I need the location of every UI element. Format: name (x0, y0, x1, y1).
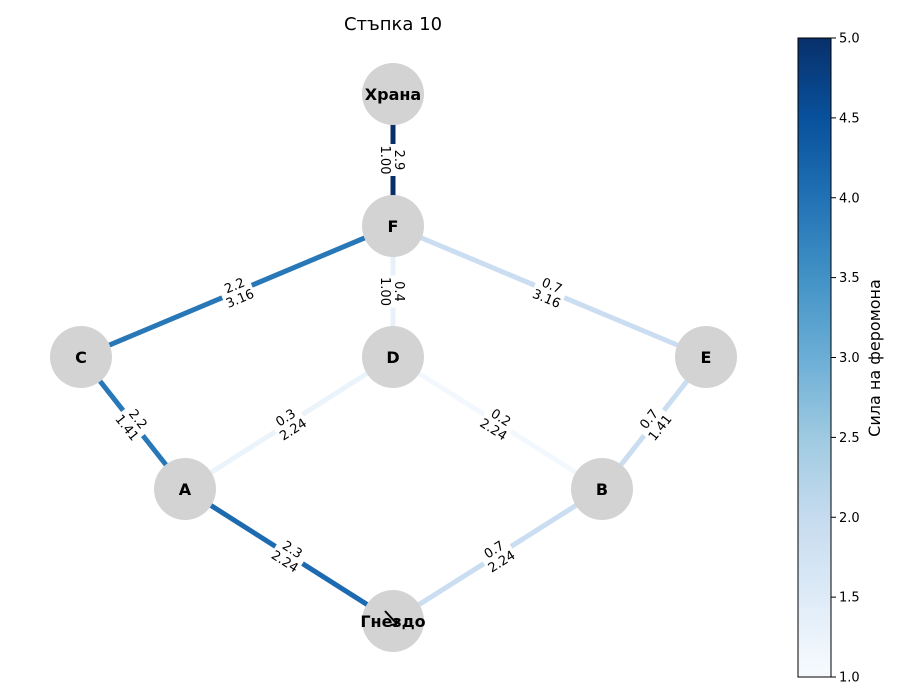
colorbar-tick-label: 4.5 (839, 111, 860, 126)
edge-label-A-nest: 2.32.24 (267, 534, 311, 576)
edge-label-background (267, 534, 311, 576)
node-label-F: F (388, 217, 399, 236)
edge-label-B-nest: 0.72.24 (476, 534, 519, 576)
node-label-C: C (75, 348, 87, 367)
edge-pheromone-label: 2.2 (222, 276, 247, 298)
colorbar-tick-label: 2.5 (839, 431, 860, 446)
colorbar-tick-label: 4.0 (839, 191, 860, 206)
node-C (50, 326, 112, 388)
edge-label-E-B: 0.71.41 (633, 401, 676, 445)
edge-label-background (476, 534, 519, 576)
node-E (675, 326, 737, 388)
colorbar-ticks: 1.0 1.5 2.0 2.5 3.0 3.5 4.0 4.5 5.0 (831, 32, 860, 686)
node-label-B: B (596, 480, 608, 499)
node-F (362, 195, 424, 257)
edge-label-F-D: 0.41.00 (377, 275, 407, 308)
edge-distance-label: 1.00 (377, 277, 392, 306)
node-food (362, 63, 424, 125)
colorbar-gradient (797, 37, 832, 678)
edge-label-food-F: 2.91.00 (377, 144, 407, 176)
figure-title: Стъпка 10 (344, 14, 442, 35)
colorbar-label: Сила на феромона (865, 279, 884, 437)
edge-label-F-C: 2.23.16 (216, 272, 258, 312)
edge-pheromone-label: 0.4 (391, 281, 406, 302)
colorbar-tick-label: 3.5 (839, 271, 860, 286)
colorbar-tick-label: 5.0 (839, 32, 860, 47)
edge-pheromone-label: 0.7 (539, 276, 564, 298)
edge-distance-label: 1.00 (377, 146, 392, 175)
edge-label-F-E: 0.73.16 (529, 272, 570, 312)
ant-arrow-icon (384, 610, 398, 626)
colorbar-tick-label: 2.0 (839, 511, 860, 526)
node-label-nest: Гнездо (360, 612, 425, 631)
colorbar-tick-label: 1.5 (839, 591, 860, 606)
node-label-E: E (701, 348, 712, 367)
node-B (571, 458, 633, 520)
node-D (362, 326, 424, 388)
edge-label-background (112, 401, 154, 445)
node-label-food: Храна (365, 85, 421, 104)
ant-marker-layer (384, 610, 398, 626)
node-label-A: A (179, 480, 192, 499)
colorbar-tick-label: 1.0 (839, 671, 860, 686)
edge-label-background (379, 144, 407, 176)
edge-label-background (216, 272, 258, 311)
edge-label-D-B: 0.22.24 (476, 402, 519, 444)
edge-label-background (267, 402, 311, 444)
colorbar: 1.0 1.5 2.0 2.5 3.0 3.5 4.0 4.5 5.0 Сила на феро… (797, 32, 884, 686)
edge-label-background (529, 272, 570, 311)
edge-label-background (633, 401, 675, 445)
edge-label-D-A: 0.32.24 (267, 402, 311, 444)
node-A (154, 458, 216, 520)
edge-label-background (379, 275, 407, 308)
colorbar-tick-label: 3.0 (839, 351, 860, 366)
edge-label-background (476, 402, 519, 444)
edge-pheromone-label: 2.9 (391, 150, 406, 171)
node-label-D: D (386, 348, 399, 367)
